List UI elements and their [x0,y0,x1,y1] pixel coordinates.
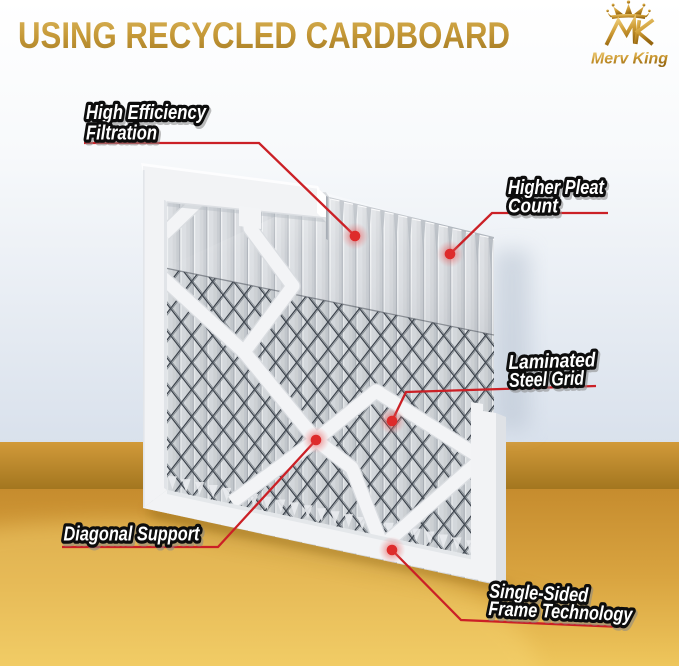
svg-text:Higher Pleat: Higher Pleat [510,179,607,201]
svg-text:Count: Count [508,196,559,218]
svg-text:Diagonal Support: Diagonal Support [64,524,201,546]
svg-text:Merv King: Merv King [591,51,669,68]
svg-text:High Efficiency: High Efficiency [86,102,207,124]
svg-text:Filtration: Filtration [86,123,157,145]
svg-text:High Efficiency: High Efficiency [88,104,209,126]
svg-text:Laminated: Laminated [510,352,598,377]
svg-text:Filtration: Filtration [88,125,159,147]
svg-text:USING RECYCLED CARDBOARD: USING RECYCLED CARDBOARD [18,15,510,56]
svg-text:Diagonal Support: Diagonal Support [65,526,202,548]
svg-text:Higher Pleat: Higher Pleat [508,177,605,199]
svg-text:Count: Count [510,198,561,220]
svg-text:Steel Grid: Steel Grid [509,368,585,392]
